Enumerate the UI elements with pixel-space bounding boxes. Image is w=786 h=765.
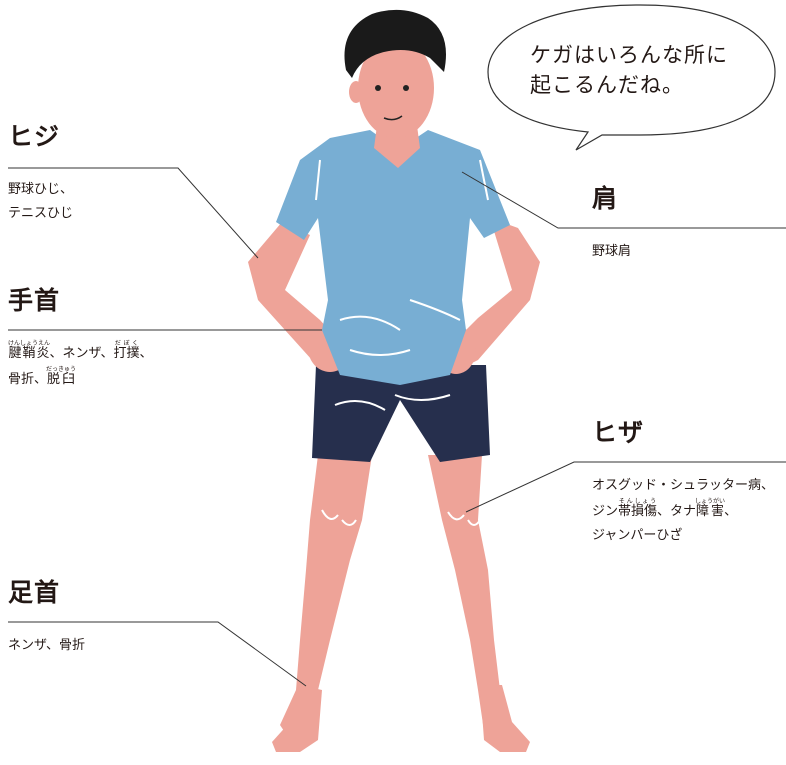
right-eye	[403, 85, 409, 91]
elbow-text: 野球ひじ、 テニスひじ	[8, 178, 73, 226]
ankle-leader-line	[8, 621, 307, 687]
speech-bubble-text: ケガはいろんな所に 起こるんだね。	[530, 40, 728, 100]
wrist-word-1: 腱鞘炎けんしょうえん	[8, 340, 51, 361]
knee-highlight-right	[447, 511, 481, 526]
left-eye	[375, 85, 381, 91]
elbow-heading: ヒジ	[8, 122, 61, 151]
elbow-line-2: テニスひじ	[8, 206, 74, 221]
elbow-leader-line	[8, 167, 259, 259]
knee-line-2: ジン帯損傷そんしょう、タナ障害しょうがい、	[592, 498, 738, 519]
knee-leader-line	[465, 461, 786, 513]
wrist-word-2: 打撲だぼく	[113, 340, 140, 361]
shoulder-text: 野球肩	[592, 244, 632, 259]
knee-highlight-left	[321, 509, 357, 526]
hair	[344, 9, 446, 78]
shirt	[276, 130, 510, 385]
wrist-line-1: 腱鞘炎けんしょうえん、ネンザ、打撲だぼく、	[8, 340, 153, 361]
knee-line-1: オスグッド・シュラッター病、	[592, 478, 775, 493]
shoulder-leader-line	[461, 171, 786, 229]
knee-word-1: 帯損傷そんしょう	[618, 498, 658, 519]
mouth	[383, 115, 403, 121]
shorts-highlights	[334, 394, 451, 411]
elbow-line-1: 野球ひじ、	[8, 182, 74, 197]
face	[358, 38, 434, 138]
right-leg	[428, 455, 515, 745]
speech-line-1: ケガはいろんな所に	[530, 43, 728, 67]
shorts	[312, 365, 490, 462]
shirt-highlights	[315, 159, 489, 356]
right-foot	[480, 685, 530, 752]
knee-word-2: 障害しょうがい	[695, 498, 726, 519]
wrist-text: 腱鞘炎けんしょうえん、ネンザ、打撲だぼく、 骨折、脱臼だっきゅう	[8, 340, 153, 392]
knee-text: オスグッド・シュラッター病、 ジン帯損傷そんしょう、タナ障害しょうがい、 ジャン…	[592, 474, 774, 548]
right-arm	[456, 218, 540, 370]
wrist-heading: 手首	[8, 286, 61, 315]
left-foot	[272, 685, 322, 752]
wrist-word-3: 脱臼だっきゅう	[46, 366, 77, 387]
left-ear	[349, 81, 363, 103]
left-leg	[280, 455, 372, 740]
speech-line-2: 起こるんだね。	[530, 73, 684, 97]
wrist-line-2: 骨折、脱臼だっきゅう	[8, 366, 77, 387]
knee-line-3: ジャンパーひざ	[592, 528, 683, 543]
speech-bubble	[487, 4, 776, 151]
ankle-heading: 足首	[8, 578, 61, 607]
knee-heading: ヒザ	[592, 418, 645, 447]
ankle-text: ネンザ、骨折	[8, 638, 85, 653]
shoulder-heading: 肩	[592, 184, 619, 213]
